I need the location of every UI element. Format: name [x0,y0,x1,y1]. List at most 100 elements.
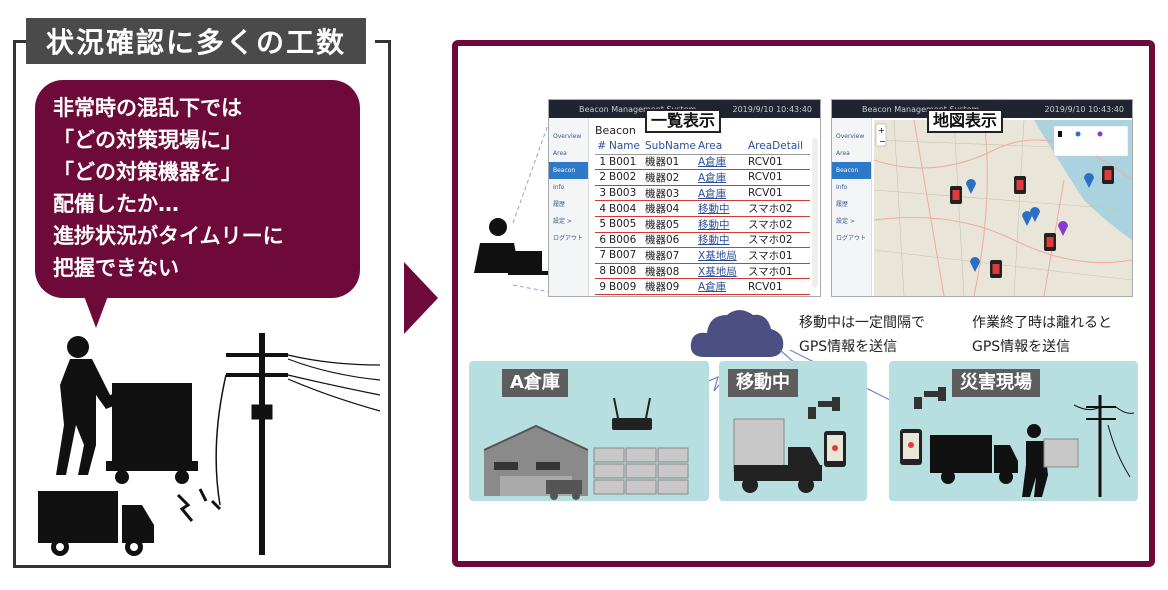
table-cell: 4 [599,202,606,215]
nav-overview[interactable]: Overview [836,133,865,140]
satellite-icon [914,387,946,409]
site-pin-icon [1058,221,1068,236]
system-title: Beacon Management System [862,104,980,114]
area-link[interactable]: X基地局 [698,249,737,262]
nav-overview[interactable]: Overview [553,133,582,140]
column-header: Name [609,140,640,153]
table-cell: 5 [599,218,606,231]
nav-history[interactable]: 履歴 [836,201,849,208]
map-screen-sidebar: Overview Area Beacon Info 履歴 設定 > ログアウト [832,118,872,296]
table-cell: 6 [599,233,606,246]
map-canvas: + − [873,119,1132,296]
table-cell: 1 [599,155,606,168]
table-cell: 9 [599,280,606,293]
table-cell: B001 [609,155,637,168]
table-cell: RCV01 [748,155,783,168]
table-cell: 機器01 [645,156,680,169]
nav-logout[interactable]: ログアウト [836,235,867,242]
satellite-icon [808,397,840,419]
finish-caption: 作業終了時は離れると GPS情報を送信 [972,311,1112,359]
datetime: 2019/9/10 10:43:40 [732,104,813,114]
area-link[interactable]: 移動中 [698,218,730,231]
bubble-line: 「どの対策機器を」 [53,160,242,184]
bubble-line: 非常時の混乱下では [53,96,242,120]
table-header-row: # Name SubName Area AreaDetail [595,139,810,155]
table-cell: スマホ02 [748,234,793,247]
worker-carrying-equipment-icon [1022,424,1079,497]
scrollbar[interactable] [812,138,818,288]
area-link[interactable]: 移動中 [698,203,730,216]
area-link[interactable]: X基地局 [698,265,737,278]
left-panel-frame [13,40,391,568]
nav-area[interactable]: Area [836,150,850,157]
nav-beacon[interactable]: Beacon [549,162,588,179]
bubble-line: 把握できない [53,256,179,280]
table-cell: RCV01 [748,171,783,184]
table-cell: B005 [609,218,637,231]
disaster-site-label: 災害現場 [952,369,1040,397]
caption-line: 移動中は一定間隔で [799,315,925,331]
bubble-tail [84,296,108,328]
nav-info[interactable]: Info [836,184,848,191]
table-cell: 機器05 [645,218,680,231]
warehouse-site-label: A倉庫 [502,369,568,397]
area-link[interactable]: A倉庫 [698,187,727,200]
nav-history[interactable]: 履歴 [553,201,566,208]
list-screen-sidebar: Overview Area Beacon Info 履歴 設定 > ログアウト [549,118,589,296]
table-cell: スマホ02 [748,203,793,216]
table-cell: スマホ01 [748,265,793,278]
system-title: Beacon Management System [579,104,697,114]
beacon-pin-icon [966,173,1094,272]
nav-beacon[interactable]: Beacon [832,162,871,179]
table-cell: 8 [599,265,606,278]
left-panel-title: 状況確認に多くの工数 [26,18,366,64]
column-header: AreaDetail [748,140,804,153]
table-cell: B009 [609,280,637,293]
transition-arrow [404,262,438,334]
table-cell: 機器03 [645,187,680,200]
moving-truck-illustration [733,397,846,493]
table-cell: 7 [599,249,606,262]
beacon-list-screen: Beacon Management System 2019/9/10 10:43… [548,99,821,297]
area-link[interactable]: 移動中 [698,234,730,247]
area-link[interactable]: A倉庫 [698,281,727,294]
smartphone-icon [900,429,922,465]
stacked-equipment-icon [593,447,689,495]
table-cell: スマホ02 [748,218,793,231]
table-cell: B006 [609,233,637,246]
table-cell: 機器08 [645,265,680,278]
nav-logout[interactable]: ログアウト [553,235,584,242]
delivery-truck-icon [733,418,822,493]
nav-settings[interactable]: 設定 > [553,218,572,225]
bubble-line: 配備したか… [53,192,179,216]
table-cell: 機器07 [645,249,680,262]
forklift-icon [546,480,582,500]
caption-line: GPS情報を送信 [799,339,898,355]
area-link[interactable]: A倉庫 [698,171,727,184]
worker-scene-illustration [38,333,381,556]
right-panel-frame [452,40,1155,567]
map-view[interactable]: + − [873,119,1132,296]
warehouse-illustration [483,397,689,500]
table-cell: B003 [609,187,637,200]
smartphone-icon [824,431,846,467]
nav-info[interactable]: Info [553,184,565,191]
bubble-line: 「どの対策現場に」 [53,128,242,152]
nav-settings[interactable]: 設定 > [836,218,855,225]
nav-area[interactable]: Area [553,150,567,157]
table-cell: B008 [609,265,637,278]
router-icon [612,397,652,430]
area-link[interactable]: A倉庫 [698,156,727,169]
table-cell: B004 [609,202,637,215]
table-cell: B007 [609,249,637,262]
